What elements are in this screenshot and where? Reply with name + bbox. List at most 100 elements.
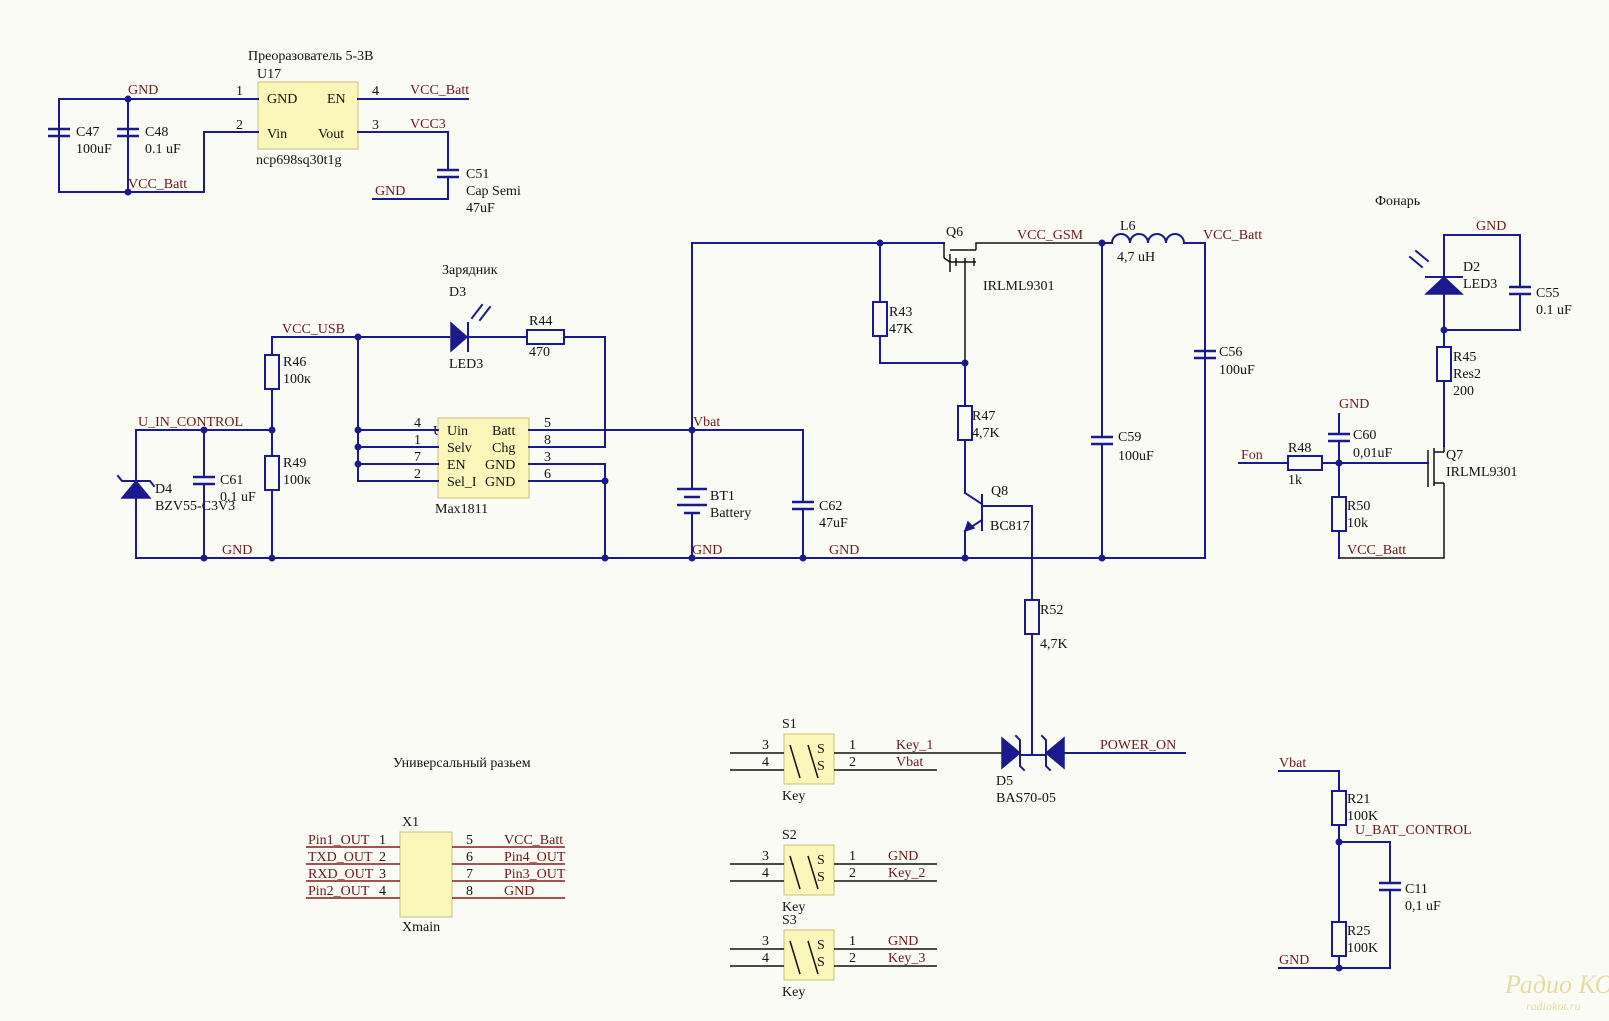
r25-value: 100K: [1347, 941, 1378, 956]
r25-ref: R25: [1347, 924, 1370, 939]
c59-value: 100uF: [1118, 449, 1154, 464]
u17-p3: 3: [372, 118, 379, 133]
c51-value: 47uF: [466, 201, 495, 216]
q6-value: IRLML9301: [983, 279, 1055, 294]
s3-p2: 2: [849, 951, 856, 966]
u19-pin-gnd2: GND: [485, 475, 515, 490]
r21-value: 100K: [1347, 809, 1378, 824]
c56-ref: C56: [1219, 345, 1242, 360]
connector-block: Универсальный разьем X1 Xmain Pin1_OUT T…: [306, 756, 566, 935]
u19-p8: 8: [544, 433, 551, 448]
r50-ref: R50: [1347, 499, 1370, 514]
u19-pin-batt: Batt: [492, 424, 515, 439]
u17-p1: 1: [236, 84, 243, 99]
s1-p3: 3: [762, 738, 769, 753]
power-switch-block: Q6 IRLML9301 VCC_GSM R43 47K R47 4,7K Q8…: [691, 219, 1262, 756]
s1-label: Key: [782, 789, 805, 804]
x1-pin-3: 3: [379, 867, 386, 882]
s2-s-top: S: [817, 853, 825, 868]
s2-p3: 3: [762, 849, 769, 864]
r21-ref: R21: [1347, 792, 1370, 807]
s3-s-top: S: [817, 938, 825, 953]
l6-inductor-symbol: [1110, 233, 1186, 245]
u17-ref: U17: [257, 67, 281, 82]
s3-body: [783, 929, 835, 981]
d4-ref: D4: [155, 482, 172, 497]
s3-label: Key: [782, 985, 805, 1000]
watermark-logo: Радио КОТ: [1504, 970, 1609, 999]
x1-pin-1: 1: [379, 833, 386, 848]
x1-right-6: Pin4_OUT: [504, 850, 566, 865]
net-vcc-batt-lamp: VCC_Batt: [1347, 543, 1406, 558]
net-u-bat-control: U_BAT_CONTROL: [1355, 823, 1472, 838]
s1-ref: S1: [782, 717, 797, 732]
r45-ref: R45: [1453, 350, 1476, 365]
u19-pin-uin: Uin: [447, 424, 468, 439]
x1-pin-2: 2: [379, 850, 386, 865]
s3-ref: S3: [782, 913, 797, 928]
d2-value: LED3: [1463, 277, 1497, 292]
r43-ref: R43: [889, 305, 912, 320]
net-gnd-s2: GND: [888, 849, 918, 864]
s1-s-bottom: S: [817, 759, 825, 774]
d4-value: BZV55-C3V3: [155, 499, 235, 514]
r52-value: 4,7K: [1040, 637, 1068, 652]
x1-pin-8: 8: [466, 884, 473, 899]
charger-block: Зарядник D3 LED3 VCC_USB R44 470 R46 100…: [116, 242, 1206, 562]
net-gnd-bat: GND: [692, 543, 722, 558]
net-fon: Fon: [1241, 448, 1263, 463]
u19-pin-selv: Selv: [447, 441, 472, 456]
c59-ref: C59: [1118, 430, 1141, 445]
bt1-ref: BT1: [710, 489, 735, 504]
s2-ref: S2: [782, 828, 797, 843]
u17-pin-vin: Vin: [267, 127, 287, 142]
u17-pin-gnd: GND: [267, 92, 297, 107]
u19-pin-seli: Sel_I: [447, 475, 477, 490]
q8-value: BC817: [990, 519, 1030, 534]
s1-s-top: S: [817, 742, 825, 757]
r46-value: 100к: [283, 372, 311, 387]
x1-left-2: TXD_OUT: [308, 850, 373, 865]
d5-ref: D5: [996, 774, 1013, 789]
r44-ref: R44: [529, 314, 552, 329]
d5-value: BAS70-05: [996, 791, 1056, 806]
d5-diode-b: [1044, 736, 1065, 770]
watermark-site: radiokot.ru: [1526, 999, 1580, 1013]
charger-title: Зарядник: [442, 263, 498, 278]
u19-pin-chg: Chg: [492, 441, 515, 456]
u19-p1: 1: [414, 433, 421, 448]
net-key-3: Key_3: [888, 951, 925, 966]
d2-ref: D2: [1463, 260, 1480, 275]
net-gnd-left: GND: [222, 543, 252, 558]
u17-body: [257, 81, 359, 150]
buttons-block: S1 S S Key 3 4 1 2 Key_1 Vbat POWER_ON D…: [730, 717, 1186, 1000]
s2-p2: 2: [849, 866, 856, 881]
net-vcc-gsm: VCC_GSM: [1017, 228, 1084, 243]
s3-s-bottom: S: [817, 955, 825, 970]
c55-value: 0.1 uF: [1536, 303, 1572, 318]
r43-value: 47K: [889, 322, 913, 337]
c51-type: Cap Semi: [466, 184, 521, 199]
lamp-title: Фонарь: [1375, 194, 1420, 209]
net-gnd-u17: GND: [128, 83, 158, 98]
x1-part: Xmain: [402, 920, 440, 935]
net-u-in-control: U_IN_CONTROL: [138, 415, 243, 430]
s1-p4: 4: [762, 755, 769, 770]
u19-p4: 4: [414, 416, 421, 431]
s2-label: Key: [782, 900, 805, 915]
c56-value: 100uF: [1219, 363, 1255, 378]
u19-part: Max1811: [435, 502, 488, 517]
s2-p4: 4: [762, 866, 769, 881]
x1-pin-7: 7: [466, 867, 473, 882]
u19-pin-en: EN: [447, 458, 466, 473]
u19-p5: 5: [544, 416, 551, 431]
d4-zener-symbol: [120, 479, 152, 499]
r46-ref: R46: [283, 355, 306, 370]
u19-body: [437, 417, 530, 499]
s1-p1: 1: [849, 738, 856, 753]
c55-ref: C55: [1536, 286, 1559, 301]
net-gnd-s3: GND: [888, 934, 918, 949]
net-key-2: Key_2: [888, 866, 925, 881]
net-gnd-mid: GND: [829, 543, 859, 558]
r44-value: 470: [529, 345, 550, 360]
